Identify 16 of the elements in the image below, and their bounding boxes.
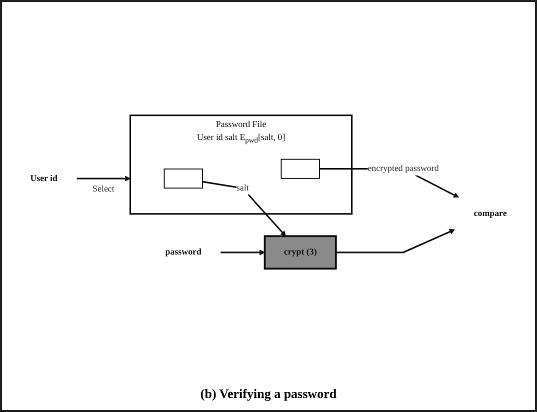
node-text: password — [165, 248, 202, 258]
node-box — [164, 168, 203, 189]
node-text: compare — [474, 208, 507, 219]
node-box — [280, 158, 320, 179]
arrow — [336, 229, 455, 254]
cluster — [129, 114, 353, 215]
figure-caption: (b) Verifying a password — [200, 386, 337, 402]
arrow — [76, 176, 130, 182]
node-text: User id — [30, 174, 58, 184]
edge-label: salt — [236, 183, 249, 194]
edge-label: Select — [92, 184, 114, 194]
arrow — [202, 180, 286, 236]
edge-label: encrypted password — [368, 164, 439, 174]
node-box — [264, 235, 337, 270]
flowchart-drawing: Password File User id salt E$_{pwd}$[salt, 0] salt encrypted password Select User id password crypt (3) compare — [6, 12, 531, 372]
arrow — [220, 250, 266, 256]
